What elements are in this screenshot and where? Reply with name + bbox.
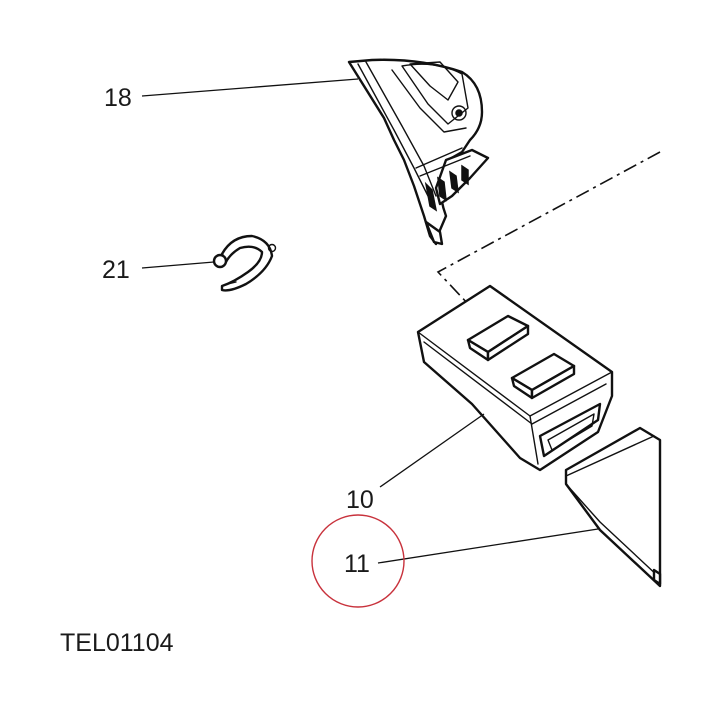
callout-10: 10 <box>346 486 374 514</box>
leader-11 <box>377 528 599 564</box>
callout-21: 21 <box>102 256 130 284</box>
leader-18 <box>141 78 359 97</box>
leader-21 <box>141 261 215 269</box>
highlight-circle <box>311 514 405 608</box>
callout-11: 11 <box>344 550 370 578</box>
callout-18: 18 <box>104 84 132 112</box>
figure-code: TEL01104 <box>60 629 174 657</box>
part-11-strap <box>564 426 662 588</box>
leader-10 <box>379 413 485 488</box>
assembly-line <box>436 151 661 307</box>
part-10-holder <box>416 284 614 472</box>
part-21-clip <box>212 234 277 292</box>
leader-lines <box>141 78 599 564</box>
part-18-handle <box>347 58 490 246</box>
